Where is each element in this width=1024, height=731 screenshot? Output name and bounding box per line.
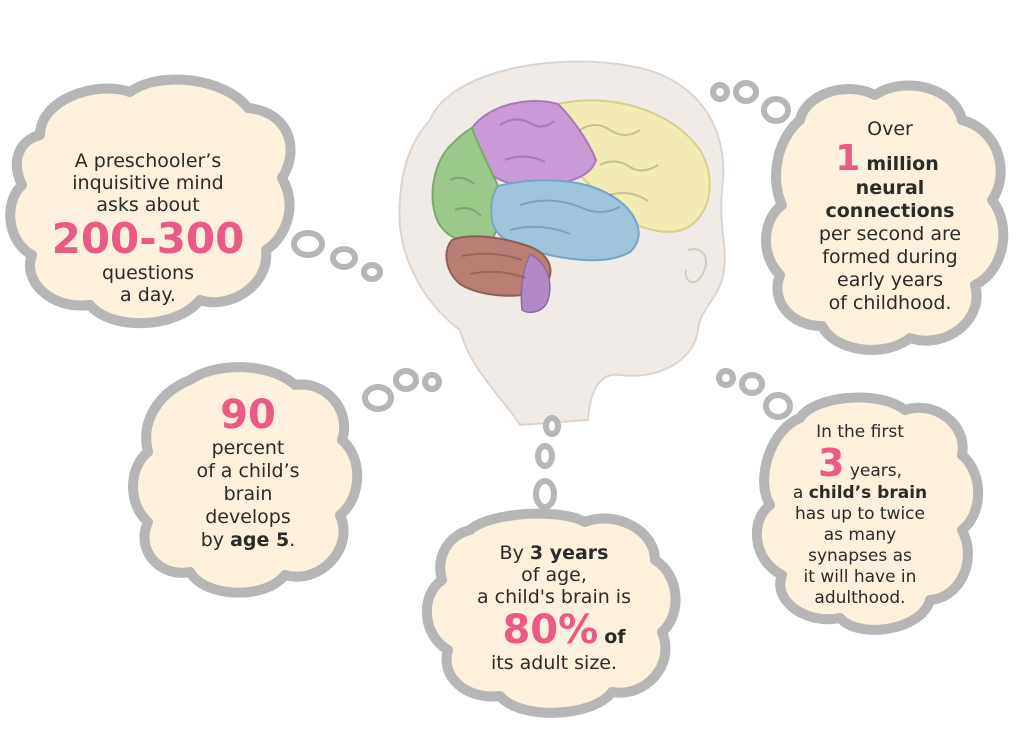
brain-occipital-lobe bbox=[431, 126, 500, 245]
connections-line-8: of childhood. bbox=[828, 292, 952, 314]
cloud-synapses bbox=[751, 392, 984, 635]
brain-folds bbox=[449, 118, 659, 279]
synapses-line-7: it will have in bbox=[803, 567, 917, 587]
size-number-row: 80% of bbox=[466, 608, 662, 652]
size-line-3: a child's brain is bbox=[476, 586, 631, 608]
size-line-2: of age, bbox=[521, 564, 587, 586]
connections-line-3-text: neural bbox=[855, 177, 925, 199]
percent-line-2: of a child’s bbox=[196, 460, 300, 482]
cloud-percent bbox=[128, 362, 363, 598]
connections-number-row: 1 million bbox=[779, 141, 995, 177]
ear-outline bbox=[684, 248, 707, 284]
bubble-connections-text: Over 1 million neural connections per se… bbox=[785, 118, 995, 315]
synapses-line-1: In the first bbox=[816, 422, 904, 442]
size-line-1a: By bbox=[499, 542, 530, 564]
synapses-line-5: as many bbox=[823, 525, 897, 545]
connections-line-4-text: connections bbox=[825, 200, 955, 222]
questions-line-5: a day. bbox=[120, 284, 176, 306]
percent-line-5a: by bbox=[200, 529, 231, 551]
connections-line-6: formed during bbox=[822, 246, 958, 268]
synapses-line-2: years, bbox=[849, 461, 903, 481]
connections-line-4: connections bbox=[785, 200, 995, 223]
connections-line-5: per second are bbox=[818, 223, 962, 245]
synapses-line-8: adulthood. bbox=[814, 588, 906, 608]
thought-trail-synapses bbox=[716, 368, 793, 420]
questions-line-2: inquisitive mind bbox=[72, 172, 224, 194]
percent-number: 90 bbox=[220, 392, 276, 438]
connections-line-1: Over bbox=[867, 118, 913, 140]
synapses-line-3a: a bbox=[792, 483, 809, 503]
synapses-number: 3 bbox=[817, 441, 845, 485]
percent-line-1: percent bbox=[211, 437, 285, 459]
connections-line-2: million bbox=[866, 153, 939, 175]
thought-trail-size bbox=[533, 415, 561, 510]
bubble-synapses-text: In the first 3 years, a child’s brain ha… bbox=[760, 422, 960, 609]
size-line-1b: 3 years bbox=[529, 542, 609, 564]
questions-line-4: questions bbox=[102, 262, 194, 284]
synapses-line-4: has up to twice bbox=[795, 504, 925, 524]
connections-line-7: early years bbox=[837, 269, 943, 291]
size-line-5: its adult size. bbox=[490, 652, 618, 674]
percent-line-3: brain bbox=[223, 483, 273, 505]
size-number: 80% bbox=[502, 607, 599, 653]
cloud-questions bbox=[5, 74, 296, 329]
percent-line-5: by age 5. bbox=[150, 529, 346, 552]
percent-line-5c: . bbox=[289, 529, 296, 551]
size-line-1: By 3 years bbox=[446, 542, 662, 564]
cloud-size bbox=[422, 508, 681, 718]
percent-line-5b: age 5 bbox=[230, 529, 290, 551]
connections-line-3: neural bbox=[785, 177, 995, 200]
brain-temporal-lobe bbox=[490, 179, 640, 262]
size-line-4: of bbox=[604, 626, 626, 648]
percent-line-4: develops bbox=[205, 506, 291, 528]
questions-number: 200-300 bbox=[51, 214, 245, 263]
synapses-line-3: a child’s brain bbox=[760, 483, 960, 504]
synapses-number-row: 3 years, bbox=[760, 443, 960, 483]
questions-line-3: asks about bbox=[96, 194, 200, 216]
thought-trail-connections bbox=[710, 80, 791, 124]
bubble-percent-text: 90 percent of a child’s brain develops b… bbox=[150, 393, 346, 552]
bubble-questions-text: A preschooler’s inquisitive mind asks ab… bbox=[28, 150, 268, 306]
synapses-line-3b: child’s brain bbox=[808, 483, 928, 503]
thought-trail-percent bbox=[362, 368, 442, 412]
questions-line-1: A preschooler’s bbox=[74, 150, 222, 172]
brain-illustration bbox=[431, 99, 711, 313]
brain-stem bbox=[520, 252, 551, 313]
synapses-line-6: synapses as bbox=[808, 546, 912, 566]
bubble-size-text: By 3 years of age, a child's brain is 80… bbox=[446, 542, 662, 674]
connections-number: 1 bbox=[835, 138, 861, 179]
thought-trail-questions bbox=[291, 230, 383, 282]
cloud-connections bbox=[761, 80, 1009, 355]
